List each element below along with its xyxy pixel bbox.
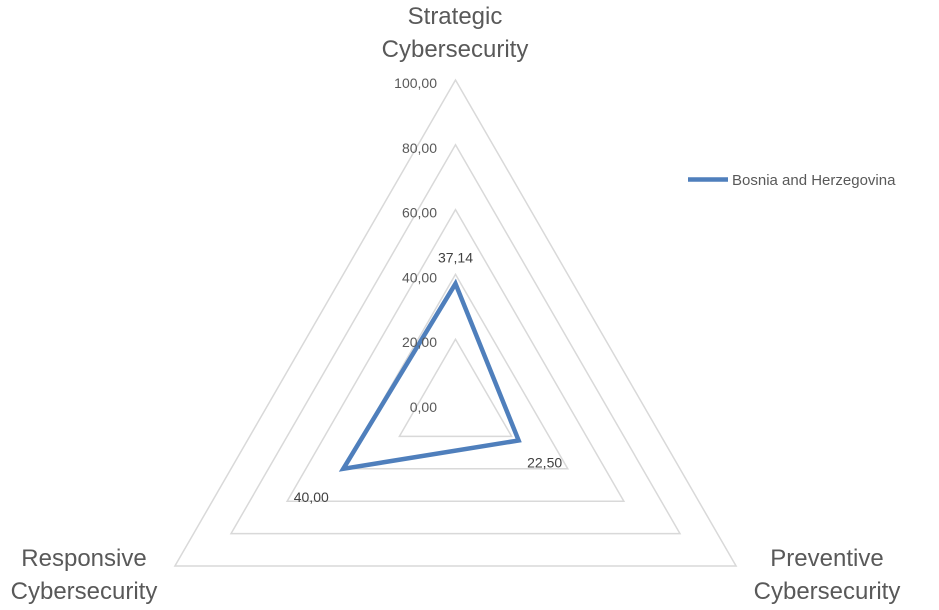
series-line — [338, 278, 522, 472]
grid-ring — [398, 337, 513, 438]
axis-label: Strategic — [408, 3, 503, 30]
legend-label: Bosnia and Herzegovina — [732, 172, 896, 189]
tick-label: 20,00 — [402, 334, 437, 350]
axis-label: Cybersecurity — [382, 36, 529, 63]
axis-label: Responsive — [21, 545, 146, 572]
data-label: 37,14 — [438, 250, 473, 266]
axis-label: Cybersecurity — [11, 578, 158, 605]
data-label: 22,50 — [527, 454, 562, 470]
axis-label: Preventive — [770, 545, 883, 572]
axis-label: Cybersecurity — [754, 578, 901, 605]
tick-label: 40,00 — [402, 269, 437, 285]
grid-ring — [341, 272, 570, 470]
grid-ring — [229, 143, 682, 535]
tick-label: 60,00 — [402, 205, 437, 221]
data-label: 40,00 — [294, 489, 329, 505]
grid-ring — [285, 208, 626, 502]
tick-label: 80,00 — [402, 140, 437, 156]
grid-ring — [173, 78, 738, 567]
tick-label: 100,00 — [394, 75, 437, 91]
tick-label: 0,00 — [410, 399, 437, 415]
